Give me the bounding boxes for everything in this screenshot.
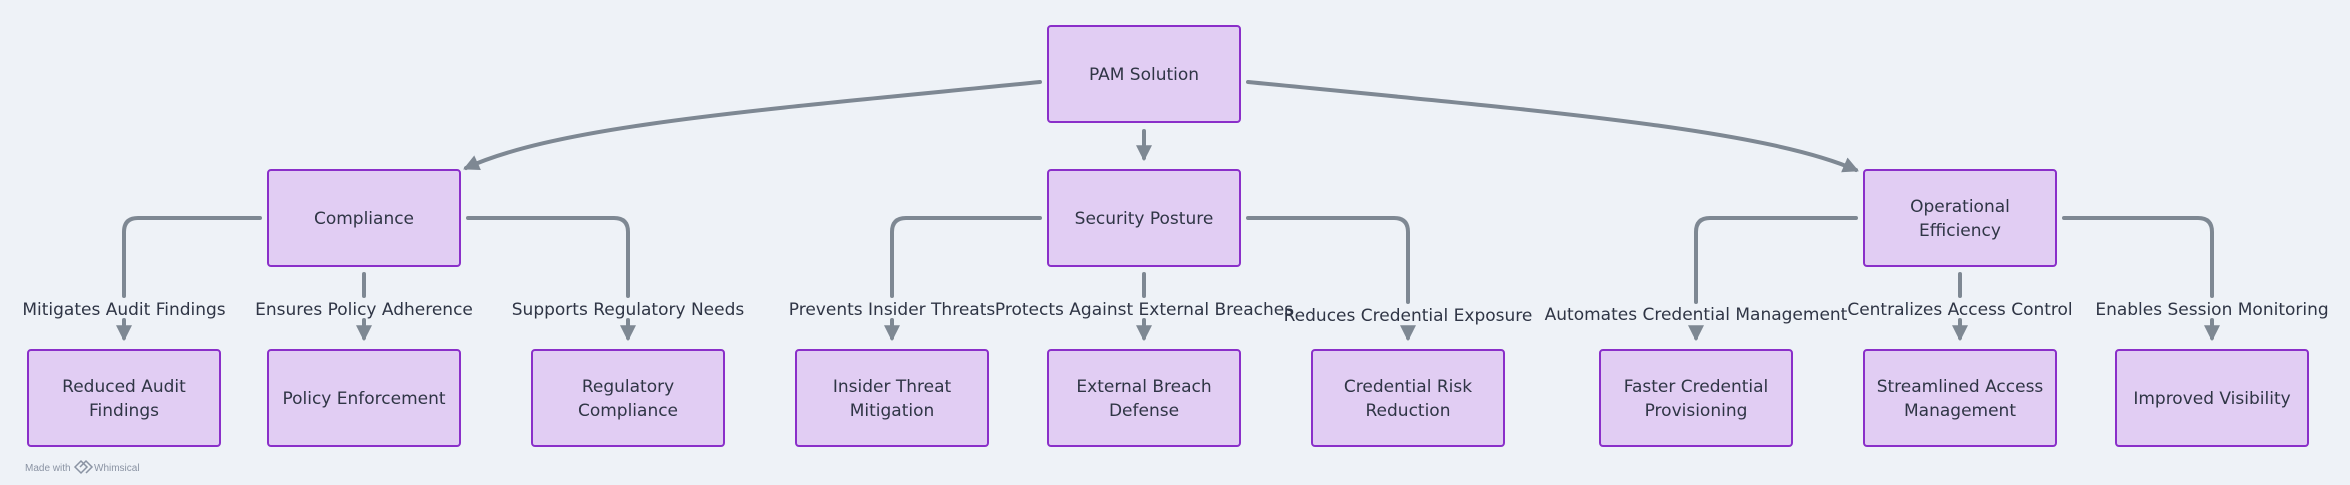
whimsical-logo-icon: [73, 459, 94, 475]
edge-root-compliance: [463, 80, 1042, 170]
node-regulatory-compliance[interactable]: Regulatory Compliance: [531, 349, 725, 447]
node-operational-efficiency-label-line1: Operational: [1910, 197, 2010, 217]
watermark-brand: Whimsical: [94, 463, 140, 474]
node-faster-credential-provisioning[interactable]: Faster Credential Provisioning: [1599, 349, 1793, 447]
node-faster-credential-provisioning-line2: Provisioning: [1645, 401, 1748, 421]
node-improved-visibility[interactable]: Improved Visibility: [2115, 349, 2309, 447]
edge-label-protects-external: Protects Against External Breaches: [995, 300, 1293, 320]
edge-security-insider: [890, 216, 1042, 298]
edge-label-prevents-insider: Prevents Insider Threats: [789, 300, 996, 320]
node-regulatory-compliance-line1: Regulatory: [582, 377, 674, 397]
node-insider-threat-mitigation-line2: Mitigation: [850, 401, 935, 421]
node-insider-threat-mitigation[interactable]: Insider Threat Mitigation: [795, 349, 989, 447]
edge-compliance-audit: [122, 216, 262, 298]
node-reduced-audit-findings-line2: Findings: [89, 401, 159, 421]
edge-label-ensures-policy: Ensures Policy Adherence: [255, 300, 473, 320]
node-external-breach-defense[interactable]: External Breach Defense: [1047, 349, 1241, 447]
watermark[interactable]: Made with Whimsical: [25, 459, 140, 475]
node-policy-enforcement[interactable]: Policy Enforcement: [267, 349, 461, 447]
node-credential-risk-reduction[interactable]: Credential Risk Reduction: [1311, 349, 1505, 447]
node-compliance-label: Compliance: [314, 209, 414, 229]
node-pam-solution[interactable]: PAM Solution: [1047, 25, 1241, 123]
nodes: PAM Solution Compliance Security Posture…: [27, 25, 2309, 447]
edge-root-operational: [1246, 80, 1859, 173]
node-external-breach-defense-line1: External Breach: [1076, 377, 1211, 397]
edge-operational-session: [2062, 216, 2214, 298]
node-external-breach-defense-line2: Defense: [1109, 401, 1179, 421]
node-streamlined-access-management-line2: Management: [1904, 401, 2016, 421]
node-credential-risk-reduction-line2: Reduction: [1366, 401, 1451, 421]
node-operational-efficiency-label-line2: Efficiency: [1919, 221, 2001, 241]
node-security-posture-label: Security Posture: [1075, 209, 1214, 229]
edges-root: [463, 80, 1859, 173]
edge-label-centralizes-access: Centralizes Access Control: [1847, 300, 2072, 320]
edge-label-reduces-credential: Reduces Credential Exposure: [1284, 306, 1533, 326]
edge-operational-automates: [1694, 216, 1858, 304]
edge-label-automates-credential: Automates Credential Management: [1545, 305, 1848, 325]
node-improved-visibility-label: Improved Visibility: [2133, 389, 2290, 409]
node-policy-enforcement-label: Policy Enforcement: [282, 389, 445, 409]
edge-label-enables-session: Enables Session Monitoring: [2095, 300, 2328, 320]
edge-compliance-regulatory: [466, 216, 630, 298]
edge-label-supports-regulatory: Supports Regulatory Needs: [512, 300, 745, 320]
edges-leaves: [116, 216, 2220, 342]
node-operational-efficiency[interactable]: Operational Efficiency: [1863, 169, 2057, 267]
node-reduced-audit-findings[interactable]: Reduced Audit Findings: [27, 349, 221, 447]
node-regulatory-compliance-line2: Compliance: [578, 401, 678, 421]
node-insider-threat-mitigation-line1: Insider Threat: [833, 377, 952, 397]
watermark-prefix: Made with: [25, 463, 71, 474]
node-faster-credential-provisioning-line1: Faster Credential: [1624, 377, 1769, 397]
node-streamlined-access-management[interactable]: Streamlined Access Management: [1863, 349, 2057, 447]
node-compliance[interactable]: Compliance: [267, 169, 461, 267]
edge-labels: Mitigates Audit Findings Ensures Policy …: [22, 300, 2328, 326]
node-pam-solution-label: PAM Solution: [1089, 65, 1199, 85]
edge-label-mitigates-audit: Mitigates Audit Findings: [22, 300, 225, 320]
node-credential-risk-reduction-line1: Credential Risk: [1344, 377, 1472, 397]
node-reduced-audit-findings-line1: Reduced Audit: [62, 377, 186, 397]
node-streamlined-access-management-line1: Streamlined Access: [1877, 377, 2044, 397]
node-security-posture[interactable]: Security Posture: [1047, 169, 1241, 267]
edge-security-credential: [1246, 216, 1410, 304]
